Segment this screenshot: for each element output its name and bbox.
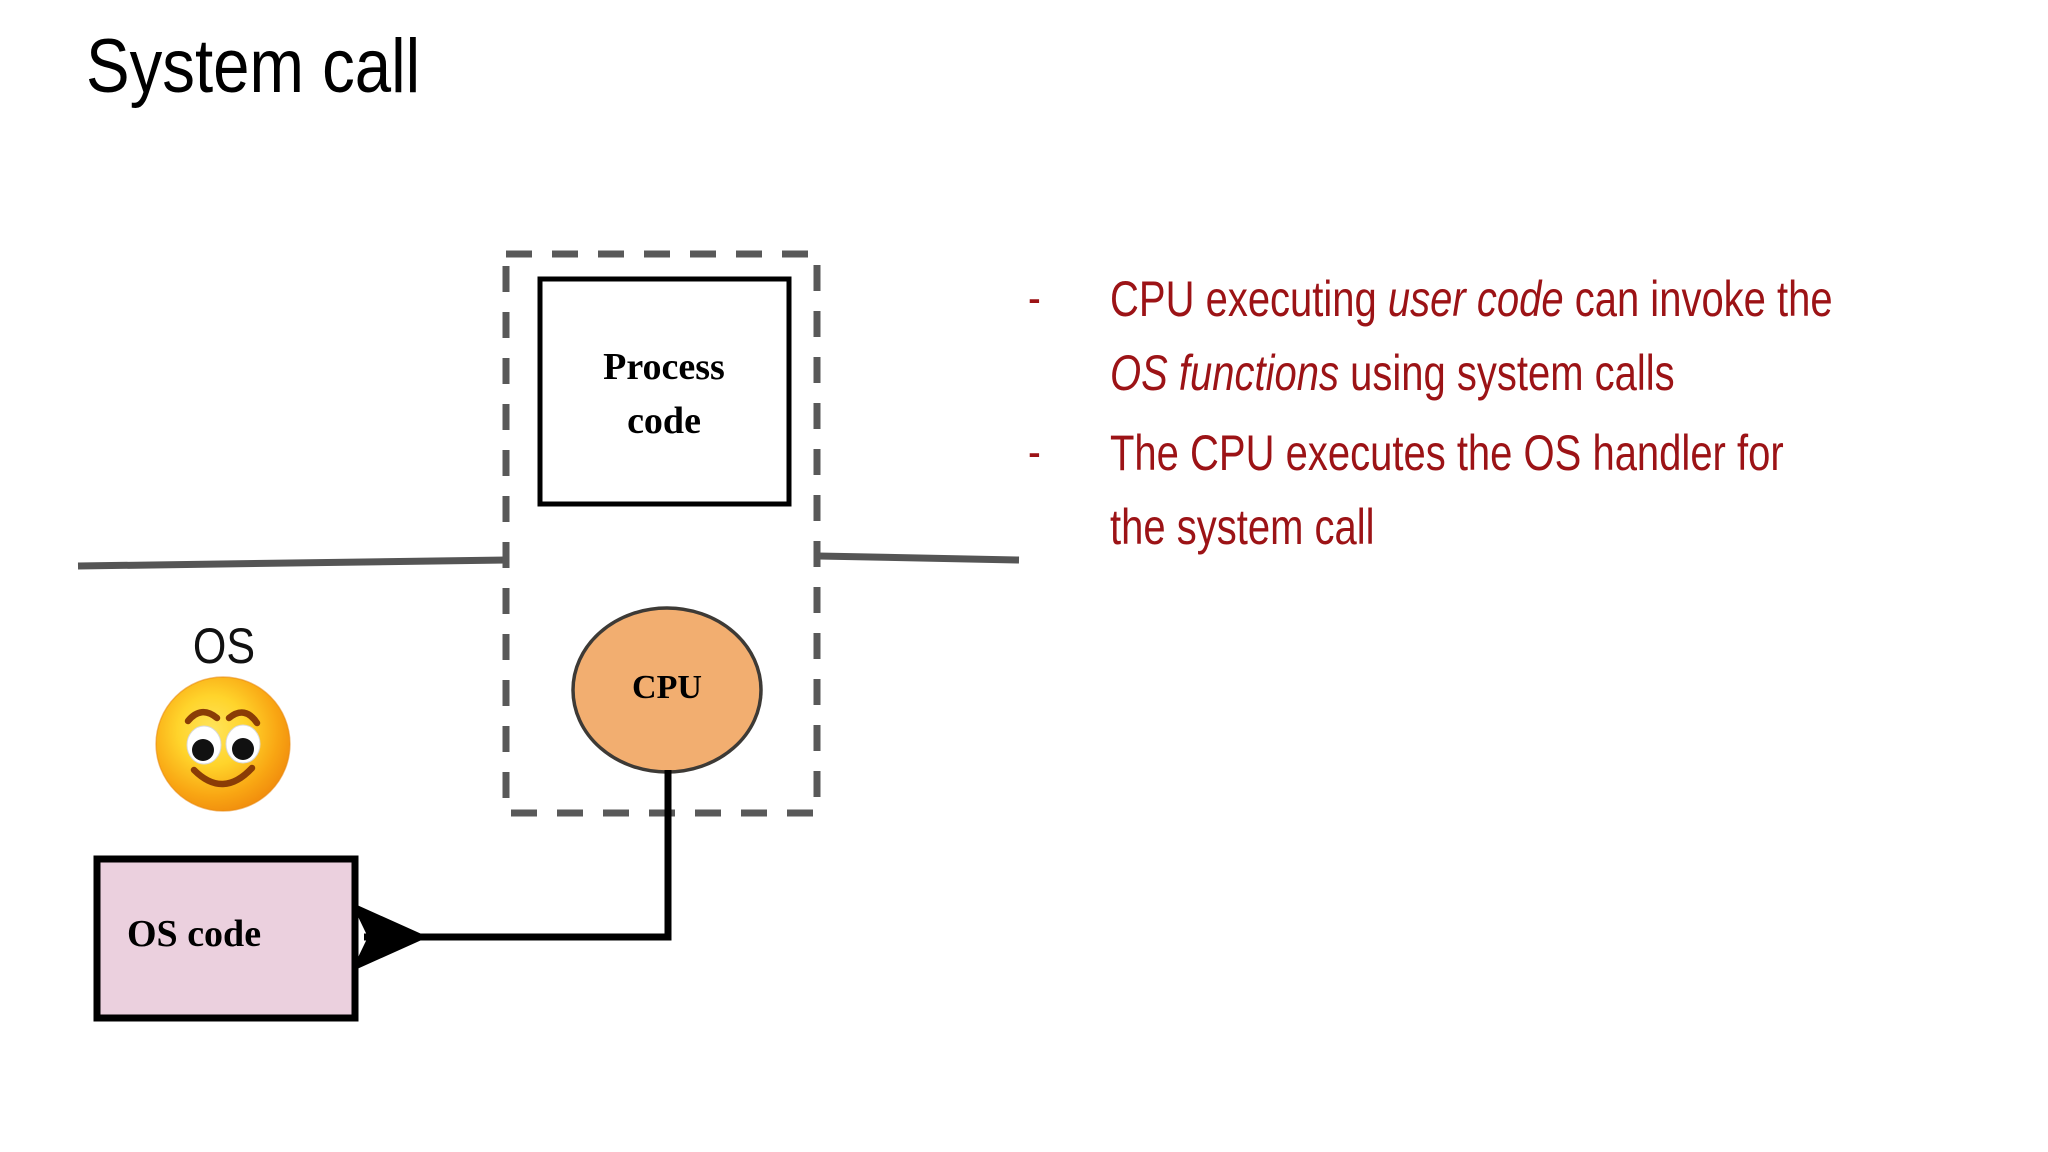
os-code-label: OS code: [127, 913, 262, 955]
bullet-text: The CPU executes the OS handler for the …: [1110, 425, 1784, 555]
page-title: System call: [86, 24, 421, 109]
os-actor-label: OS: [192, 618, 256, 674]
process-code-label: Process code: [603, 346, 725, 442]
separator-line-right: [817, 552, 1020, 564]
process-boundary-dashed-box: [502, 250, 821, 817]
cpu-to-os-code-arrow: [351, 770, 672, 972]
separator-line-left: [77, 556, 508, 570]
smiley-face-icon: [155, 676, 291, 812]
bullet-list: - CPU executing user code can invoke the…: [1028, 262, 2018, 570]
bullet-text: CPU executing user code can invoke the O…: [1110, 271, 1833, 401]
cpu-label: CPU: [632, 669, 702, 706]
list-item: - The CPU executes the OS handler for th…: [1028, 416, 2018, 564]
list-item: - CPU executing user code can invoke the…: [1028, 262, 2018, 410]
os-code-box: [93, 855, 359, 1022]
process-code-box: [537, 276, 792, 507]
bullet-marker: -: [1028, 272, 1041, 325]
bullet-marker: -: [1028, 426, 1041, 479]
cpu-ellipse: [571, 606, 763, 774]
